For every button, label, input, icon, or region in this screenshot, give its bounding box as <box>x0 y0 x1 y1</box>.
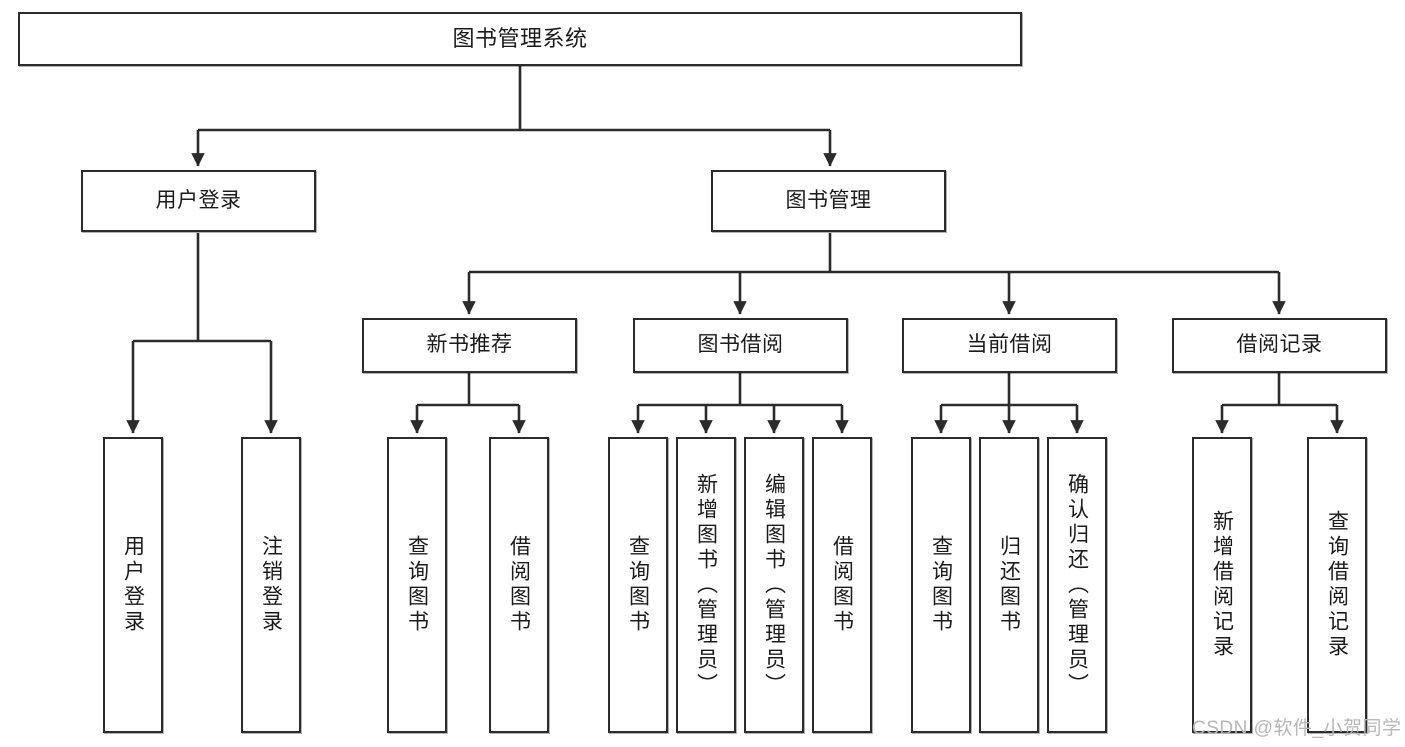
node-leaf-query-record[interactable]: 查询借阅记录 <box>1307 437 1367 733</box>
node-label: 新增借阅记录 <box>1210 510 1234 660</box>
csdn-watermark: CSDN @软件_小贺同学 <box>1192 718 1402 739</box>
node-label: 查询图书 <box>929 535 953 635</box>
node-leaf-borrow-book-2[interactable]: 借阅图书 <box>812 437 872 733</box>
node-leaf-user-login[interactable]: 用户登录 <box>103 437 163 733</box>
node-label: 借阅图书 <box>830 535 854 635</box>
node-book-borrow[interactable]: 图书借阅 <box>633 318 848 373</box>
node-label: 归还图书 <box>997 535 1021 635</box>
node-leaf-return-book[interactable]: 归还图书 <box>979 437 1039 733</box>
node-label: 图书管理系统 <box>452 26 588 52</box>
node-borrow-record[interactable]: 借阅记录 <box>1172 318 1387 373</box>
node-leaf-query-book-2[interactable]: 查询图书 <box>608 437 668 733</box>
node-label: 查询图书 <box>626 535 650 635</box>
node-label: 当前借阅 <box>966 333 1053 357</box>
node-leaf-confirm-return[interactable]: 确认归还（管理员） <box>1047 437 1107 733</box>
node-label: 编辑图书（管理员） <box>762 472 786 698</box>
node-label: 注销登录 <box>259 535 283 635</box>
node-leaf-query-book-3[interactable]: 查询图书 <box>911 437 971 733</box>
node-leaf-user-logout[interactable]: 注销登录 <box>241 437 301 733</box>
node-user-login[interactable]: 用户登录 <box>81 170 316 232</box>
node-label: 用户登录 <box>121 535 145 635</box>
node-label: 借阅记录 <box>1236 333 1323 357</box>
node-book-management[interactable]: 图书管理 <box>711 170 946 232</box>
node-label: 查询借阅记录 <box>1325 510 1349 660</box>
node-leaf-query-book-1[interactable]: 查询图书 <box>387 437 447 733</box>
node-root-book-management-system[interactable]: 图书管理系统 <box>18 12 1022 66</box>
node-current-borrow[interactable]: 当前借阅 <box>902 318 1117 373</box>
node-label: 确认归还（管理员） <box>1065 472 1089 698</box>
node-label: 新书推荐 <box>426 333 513 357</box>
node-label: 借阅图书 <box>507 535 531 635</box>
node-label: 查询图书 <box>405 535 429 635</box>
node-leaf-borrow-book-1[interactable]: 借阅图书 <box>489 437 549 733</box>
node-label: 新增图书（管理员） <box>694 472 718 698</box>
node-leaf-edit-book[interactable]: 编辑图书（管理员） <box>744 437 804 733</box>
node-new-book-recommend[interactable]: 新书推荐 <box>362 318 577 373</box>
node-label: 用户登录 <box>155 188 242 212</box>
node-leaf-add-record[interactable]: 新增借阅记录 <box>1192 437 1252 733</box>
node-label: 图书借阅 <box>697 333 784 357</box>
node-leaf-add-book[interactable]: 新增图书（管理员） <box>676 437 736 733</box>
node-label: 图书管理 <box>785 188 872 212</box>
